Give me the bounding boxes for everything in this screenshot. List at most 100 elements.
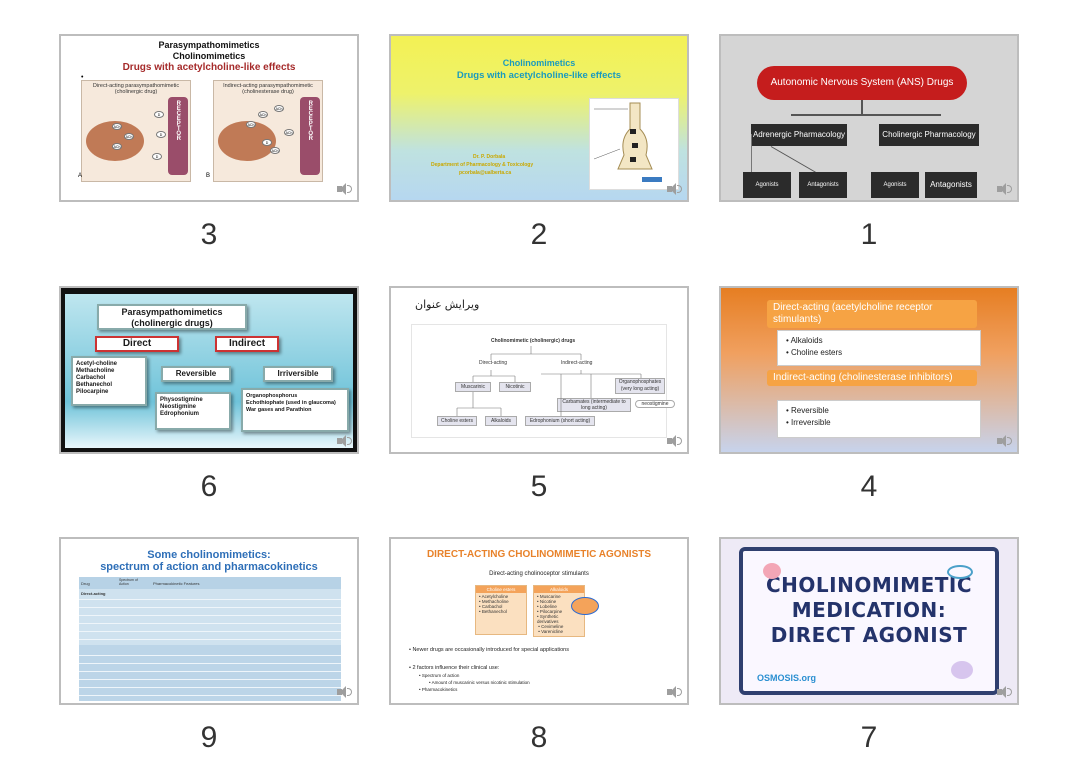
slide-number: 4 — [860, 470, 878, 503]
indirect-box: Indirect — [215, 336, 279, 352]
card-title: CHOLINOMIMETIC MEDICATION: DIRECT AGONIS… — [765, 573, 972, 647]
slide-preview[interactable]: Autonomic Nervous System (ANS) Drugs Adr… — [719, 34, 1019, 202]
panel-direct: Direct-acting parasympathomimetic (choli… — [78, 80, 191, 182]
direct-acting-label: Direct-acting — [479, 360, 508, 366]
slide-title: Cholinomimetics — [502, 58, 576, 68]
leaf-agonists: Agonists — [743, 172, 791, 198]
drug-molecule: D — [156, 131, 166, 138]
sub-bullet: • Pharmacokinetics — [419, 687, 458, 692]
speaker-icon[interactable] — [337, 183, 352, 195]
organophosphates-node: Organophosphates (very long acting) — [615, 378, 665, 394]
irreversible-list: Organophosphorus Echothiophate (used in … — [246, 393, 336, 413]
connector — [861, 100, 863, 114]
ach-molecule: ACh — [274, 105, 284, 112]
edrophonium-node: Edrophonium (short acting) — [525, 416, 595, 426]
slide-preview[interactable]: Parasympathomimetics(cholinergic drugs) … — [59, 286, 359, 454]
title-card: CHOLINOMIMETIC MEDICATION: DIRECT AGONIS… — [739, 547, 999, 695]
direct-list-box: Acetyl-choline Methacholine Carbachol Be… — [71, 356, 147, 406]
bullet: • — [81, 74, 84, 81]
root-box: Parasympathomimetics(cholinergic drugs) — [97, 304, 247, 330]
reversible-list-box: Physostigmine Neostigmine Edrophonium — [155, 392, 231, 430]
speaker-icon[interactable] — [667, 183, 682, 195]
neostigmine-callout: neostigmine — [635, 400, 675, 408]
ach-molecule: ACh — [270, 147, 280, 154]
carbamates-node: Carbamates (intermediate to long acting) — [557, 398, 631, 412]
slide-number: 9 — [200, 721, 218, 754]
connector — [751, 134, 752, 194]
item: • Choline esters — [786, 348, 843, 357]
indirect-band: Indirect-acting (cholinesterase inhibito… — [767, 370, 977, 386]
drug-molecule: D — [262, 139, 272, 146]
panel-label: B — [206, 173, 211, 179]
callout-bubble — [571, 597, 599, 615]
indirect-acting-label: Indirect-acting — [561, 360, 593, 366]
nicotinic-node: Nicotinic — [499, 382, 531, 392]
slide-preview[interactable]: Some cholinomimetics:spectrum of action … — [59, 537, 359, 705]
slide-preview[interactable]: • Alkaloids • Choline esters Direct-acti… — [719, 286, 1019, 454]
column-head: Choline esters — [476, 586, 526, 593]
slide-number: 3 — [200, 218, 218, 251]
bullet-text: • Newer drugs are occasionally introduce… — [409, 647, 569, 653]
bullet-text: • 2 factors influence their clinical use… — [409, 665, 500, 671]
column-header: Spectrum of Action — [119, 578, 138, 586]
speaker-icon[interactable] — [997, 686, 1012, 698]
connector — [791, 114, 941, 116]
cholinergic-node: Cholinergic Pharmacology — [879, 124, 979, 146]
drug-molecule: D — [154, 111, 164, 118]
ach-molecule: ACh — [124, 133, 134, 140]
ach-molecule: ACh — [112, 143, 122, 150]
slide-number: 6 — [200, 470, 218, 503]
osmosis-logo: OSMOSIS.org — [757, 673, 817, 683]
leaf-antagonists: Antagonists — [799, 172, 847, 198]
ach-molecule: ACh — [246, 121, 256, 128]
slide-title: DIRECT-ACTING CHOLINOMIMETIC AGONISTS — [426, 549, 652, 560]
choline-esters-column: Choline esters • Acetylcholine • Methach… — [475, 585, 527, 635]
direct-list: Acetyl-choline Methacholine Carbachol Be… — [76, 361, 118, 395]
slide-number: 8 — [530, 721, 548, 754]
sub-bullet: • Spectrum of action — [419, 673, 460, 678]
slide-subtitle: Drugs with acetylcholine-like effects — [122, 62, 296, 73]
column-head: Alkaloids — [534, 586, 584, 593]
speaker-icon[interactable] — [337, 435, 352, 447]
item: • Irreversible — [786, 418, 831, 427]
department: Department of Pharmacology & Toxicology — [431, 162, 534, 168]
speaker-icon[interactable] — [667, 686, 682, 698]
diagram-title: Cholinomimetic (cholinergic) drugs — [491, 338, 576, 344]
drug-molecule: D — [152, 153, 162, 160]
slide-preview[interactable]: CHOLINOMIMETIC MEDICATION: DIRECT AGONIS… — [719, 537, 1019, 705]
slide-preview[interactable]: Cholinomimetics Drugs with acetylcholine… — [389, 34, 689, 202]
slide-number: 7 — [860, 721, 878, 754]
diagram-connectors — [456, 346, 642, 416]
group-label: Direct-acting — [81, 591, 106, 596]
speaker-icon[interactable] — [997, 183, 1012, 195]
table-header — [79, 577, 341, 589]
muscarinic-node: Muscarinic — [455, 382, 491, 392]
indirect-items-box: • Reversible • Irreversible — [777, 400, 981, 438]
receptor-bar: RECEPTOR — [168, 97, 188, 175]
speaker-icon[interactable] — [997, 435, 1012, 447]
direct-items-box: • Alkaloids • Choline esters — [777, 330, 981, 366]
slide-number: 1 — [860, 218, 878, 251]
slide-title: Some cholinomimetics:spectrum of action … — [100, 549, 318, 573]
slide-number: 2 — [530, 218, 548, 251]
choline-esters-node: Choline esters — [437, 416, 477, 426]
item: • Alkaloids — [786, 336, 823, 345]
speaker-icon[interactable] — [667, 435, 682, 447]
slide-subtitle: Direct-acting cholinoceptor stimulants — [489, 571, 589, 577]
ach-molecule: ACh — [284, 129, 294, 136]
slide-preview[interactable]: ویرایش عنوان Cholinomimetic (cholinergic… — [389, 286, 689, 454]
speaker-icon[interactable] — [337, 686, 352, 698]
direct-box: Direct — [95, 336, 179, 352]
irreversible-box: Irriversible — [263, 366, 333, 382]
eye-icon — [947, 565, 973, 579]
panel-indirect: Indirect-acting parasympathomimetic (cho… — [206, 80, 323, 182]
leaf-antagonists: Antagonists — [925, 172, 977, 198]
slide-preview[interactable]: DIRECT-ACTING CHOLINOMIMETIC AGONISTS Di… — [389, 537, 689, 705]
column-header: Pharmacokinetic Features — [153, 581, 200, 586]
adrenergic-node: Adrenergic Pharmacology — [751, 124, 847, 146]
column-header: Drug — [81, 581, 90, 586]
panel-caption: Direct-acting parasympathomimetic (choli… — [92, 83, 180, 95]
alkaloids-node: Alkaloids — [485, 416, 517, 426]
